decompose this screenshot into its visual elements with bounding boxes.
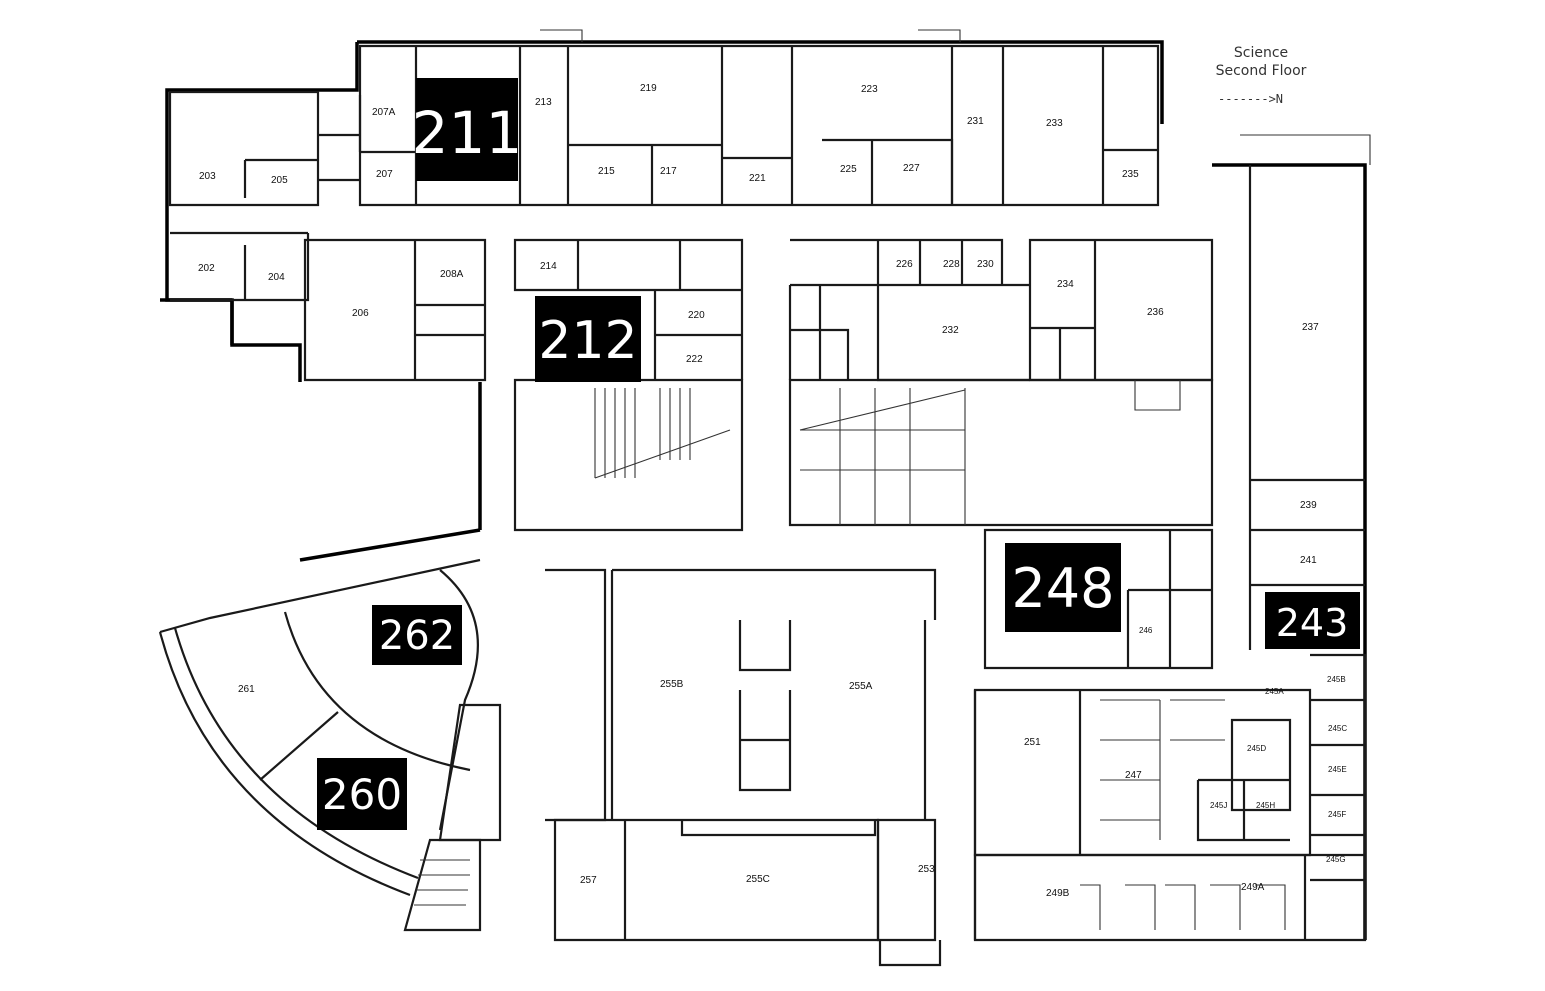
highlighted-room-label: 243 (1276, 601, 1349, 645)
room-label: 246 (1139, 626, 1153, 635)
room-label: 231 (967, 116, 984, 127)
room-label: 208A (440, 269, 464, 280)
room-label: 251 (1024, 737, 1041, 748)
highlighted-room-262[interactable]: 262 (372, 605, 462, 665)
highlighted-room-label: 262 (379, 613, 455, 659)
highlighted-room-label: 260 (322, 770, 402, 819)
room-label: 253 (918, 864, 935, 875)
room-label: 223 (861, 84, 878, 95)
room-label: 247 (1125, 770, 1142, 781)
room-label: 235 (1122, 169, 1139, 180)
room-labels: 203 205 202 204 207A 207 206 208A 213 21… (198, 83, 1347, 899)
room-label: 203 (199, 171, 216, 182)
room-label: 249A (1241, 882, 1265, 893)
room-label: 257 (580, 875, 597, 886)
map-title: Science Second Floor (1206, 44, 1316, 80)
room-label: 230 (977, 259, 994, 270)
room-label: 232 (942, 325, 959, 336)
room-label: 221 (749, 173, 766, 184)
room-label: 245J (1210, 801, 1227, 810)
highlighted-room-label: 211 (412, 99, 523, 167)
room-label: 206 (352, 308, 369, 319)
room-label: 245F (1328, 810, 1346, 819)
room-label: 205 (271, 175, 288, 186)
room-label: 207 (376, 169, 393, 180)
room-label: 213 (535, 97, 552, 108)
room-label: 261 (238, 684, 255, 695)
room-label: 204 (268, 272, 285, 283)
room-label: 237 (1302, 322, 1319, 333)
room-label: 241 (1300, 555, 1317, 566)
room-label: 227 (903, 163, 920, 174)
room-label: 236 (1147, 307, 1164, 318)
room-label: 249B (1046, 888, 1070, 899)
room-label: 245D (1247, 744, 1266, 753)
highlighted-room-211[interactable]: 211 (412, 78, 523, 181)
room-label: 215 (598, 166, 615, 177)
room-label: 222 (686, 354, 703, 365)
room-label: 214 (540, 261, 557, 272)
room-label: 255A (849, 681, 873, 692)
room-label: 245E (1328, 765, 1347, 774)
highlighted-room-212[interactable]: 212 (535, 296, 641, 382)
room-label: 207A (372, 107, 396, 118)
room-label: 245G (1326, 855, 1346, 864)
room-label: 255C (746, 874, 770, 885)
highlighted-room-248[interactable]: 248 (1005, 543, 1121, 632)
north-arrow: ------->N (1218, 92, 1284, 106)
room-label: 234 (1057, 279, 1074, 290)
highlighted-room-260[interactable]: 260 (317, 758, 407, 830)
map-title-line2: Second Floor (1215, 63, 1307, 79)
room-label: 226 (896, 259, 913, 270)
room-label: 255B (660, 679, 684, 690)
room-label: 219 (640, 83, 657, 94)
highlighted-room-label: 248 (1011, 557, 1114, 620)
highlighted-room-243[interactable]: 243 (1265, 592, 1360, 649)
room-label: 239 (1300, 500, 1317, 511)
room-label: 228 (943, 259, 960, 270)
room-label: 217 (660, 166, 677, 177)
room-label: 202 (198, 263, 215, 274)
room-label: 245H (1256, 801, 1275, 810)
room-label: 245C (1328, 724, 1347, 733)
map-title-line1: Science (1233, 45, 1289, 61)
room-label: 233 (1046, 118, 1063, 129)
highlighted-room-label: 212 (538, 311, 637, 371)
room-label: 220 (688, 310, 705, 321)
room-label: 245B (1327, 675, 1346, 684)
room-label: 245A (1265, 687, 1284, 696)
room-label: 225 (840, 164, 857, 175)
